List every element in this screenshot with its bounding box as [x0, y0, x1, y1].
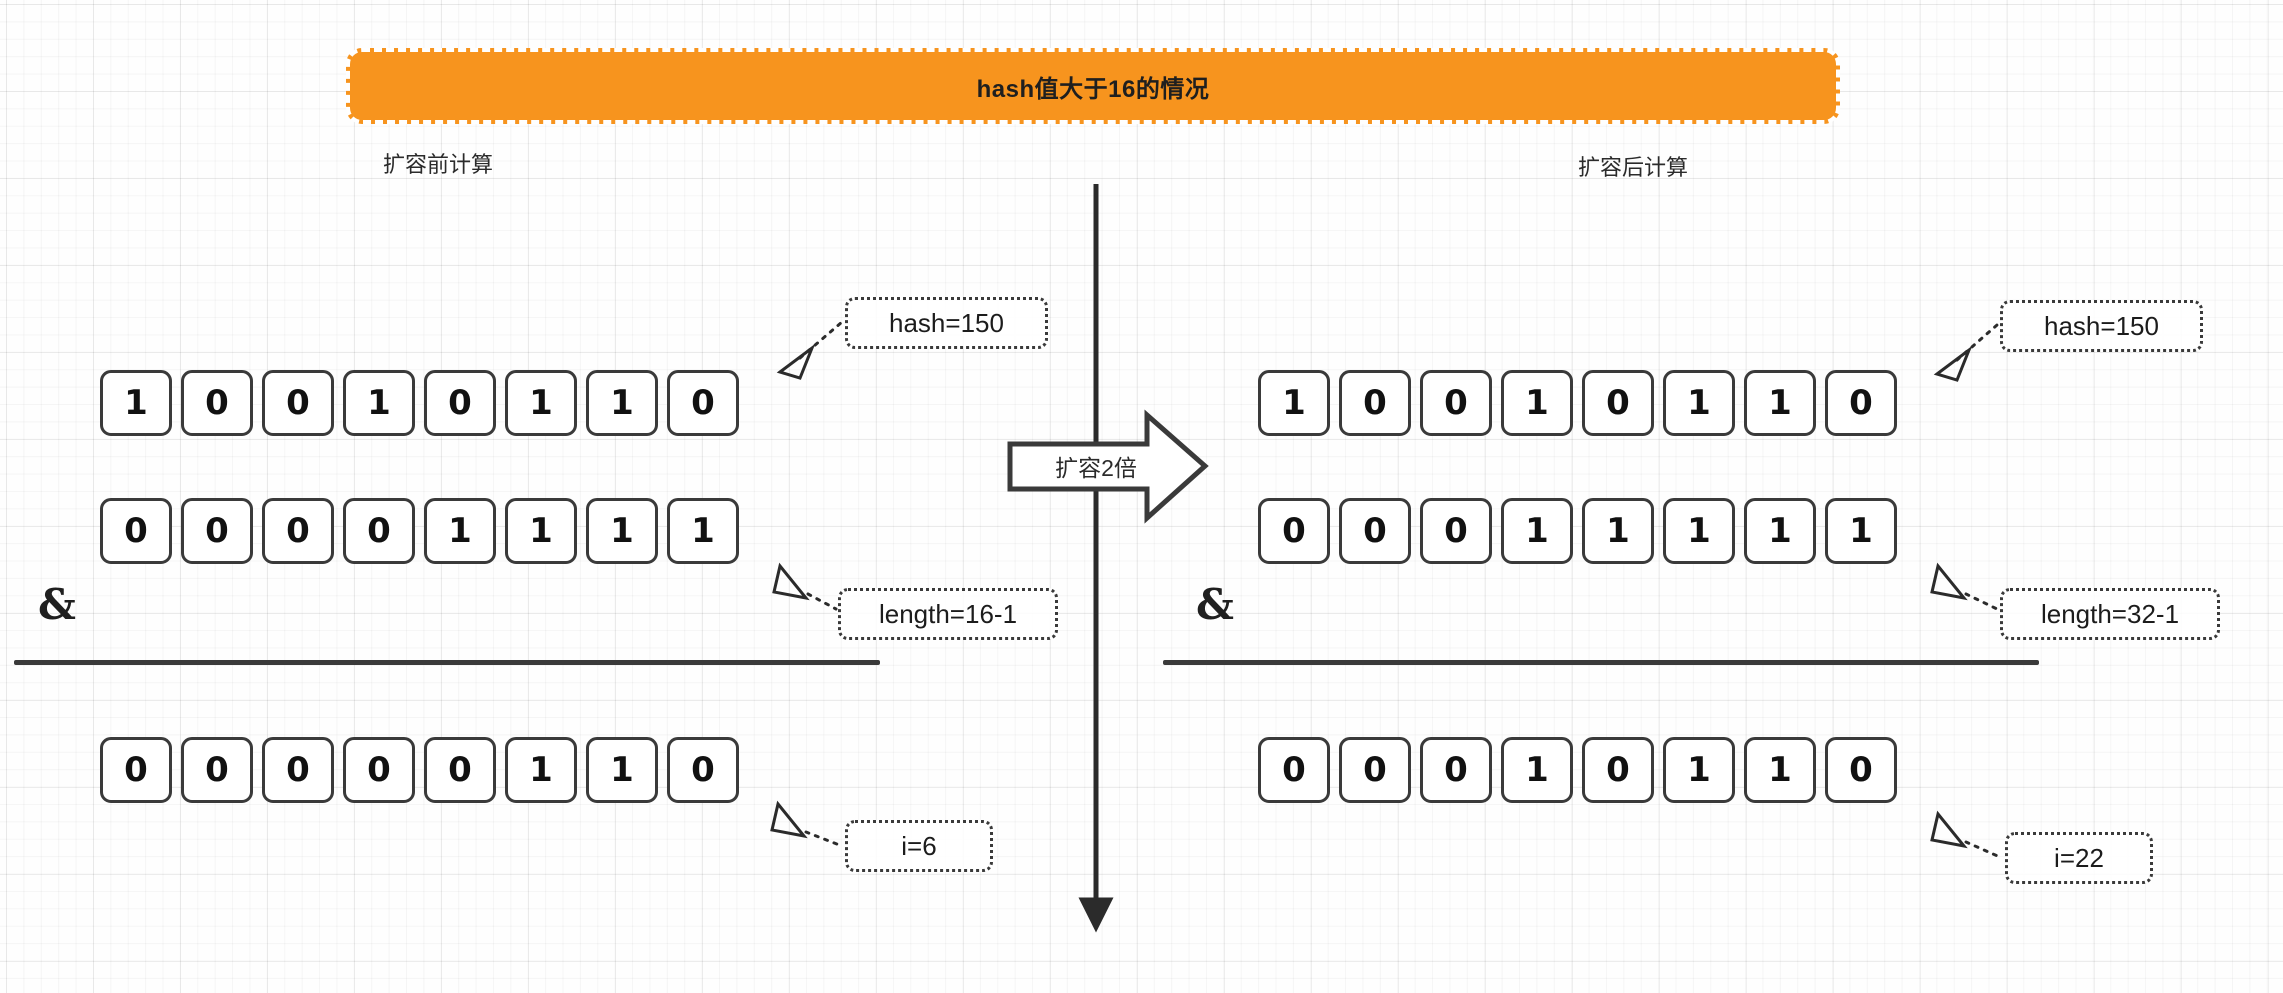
right-result-bit-row: 0 0 0 1 0 1 1 0 — [1258, 737, 1897, 803]
bit-cell: 1 — [1501, 498, 1573, 564]
right-hash-callout: hash=150 — [2000, 300, 2203, 352]
right-hash-leader-line — [1955, 323, 1999, 362]
right-result-leader-arrowhead — [1930, 810, 1968, 849]
left-hash-leader-arrowhead — [776, 343, 816, 380]
right-divider-rule — [1163, 660, 2039, 665]
bit-cell: 1 — [586, 370, 658, 436]
left-divider-rule — [14, 660, 880, 665]
bit-cell: 1 — [1744, 498, 1816, 564]
bit-cell: 1 — [586, 498, 658, 564]
bit-cell: 1 — [1663, 370, 1735, 436]
bit-cell: 0 — [667, 737, 739, 803]
bit-cell: 0 — [181, 737, 253, 803]
bit-cell: 0 — [343, 498, 415, 564]
left-hash-leader-line — [798, 320, 844, 360]
bit-cell: 0 — [262, 737, 334, 803]
left-result-bit-row: 0 0 0 0 0 1 1 0 — [100, 737, 739, 803]
right-result-leader-line — [1964, 840, 2004, 860]
bit-cell: 0 — [424, 737, 496, 803]
bit-cell: 0 — [1258, 737, 1330, 803]
bit-cell: 1 — [1258, 370, 1330, 436]
bit-cell: 1 — [586, 737, 658, 803]
bit-cell: 1 — [1501, 737, 1573, 803]
right-length-bit-row: 0 0 0 1 1 1 1 1 — [1258, 498, 1897, 564]
right-result-callout: i=22 — [2005, 832, 2153, 884]
bit-cell: 0 — [667, 370, 739, 436]
bit-cell: 1 — [1663, 737, 1735, 803]
caption-after-resize: 扩容后计算 — [1578, 155, 1689, 180]
bit-cell: 0 — [100, 498, 172, 564]
left-hash-callout: hash=150 — [845, 297, 1048, 349]
bit-cell: 1 — [100, 370, 172, 436]
bit-cell: 1 — [1825, 498, 1897, 564]
bit-cell: 0 — [1258, 498, 1330, 564]
caption-before-resize: 扩容前计算 — [383, 152, 494, 177]
bit-cell: 0 — [1339, 370, 1411, 436]
left-result-leader-arrowhead — [770, 800, 808, 839]
left-result-callout: i=6 — [845, 820, 993, 872]
bit-cell: 0 — [1582, 737, 1654, 803]
bit-cell: 0 — [100, 737, 172, 803]
bit-cell: 0 — [424, 370, 496, 436]
left-hash-bit-row: 1 0 0 1 0 1 1 0 — [100, 370, 739, 436]
bit-cell: 0 — [1339, 498, 1411, 564]
right-hash-leader-arrowhead — [1933, 345, 1973, 382]
bit-cell: 1 — [505, 370, 577, 436]
bit-cell: 1 — [1744, 737, 1816, 803]
left-length-leader-line — [806, 592, 838, 611]
right-length-callout: length=32-1 — [2000, 588, 2220, 640]
bit-cell: 1 — [505, 498, 577, 564]
right-length-leader-arrowhead — [1930, 562, 1968, 601]
bit-cell: 0 — [1339, 737, 1411, 803]
bit-cell: 0 — [1582, 370, 1654, 436]
bit-cell: 1 — [343, 370, 415, 436]
bit-cell: 0 — [1420, 370, 1492, 436]
bit-cell: 0 — [1825, 370, 1897, 436]
bit-cell: 0 — [1420, 498, 1492, 564]
bit-cell: 0 — [181, 370, 253, 436]
bit-cell: 0 — [343, 737, 415, 803]
left-result-leader-line — [804, 830, 844, 848]
right-and-operator: & — [1196, 580, 1234, 629]
title-banner: hash值大于16的情况 — [346, 48, 1840, 124]
left-length-bit-row: 0 0 0 0 1 1 1 1 — [100, 498, 739, 564]
bit-cell: 1 — [505, 737, 577, 803]
bit-cell: 0 — [262, 498, 334, 564]
left-and-operator: & — [38, 580, 76, 629]
left-length-leader-arrowhead — [772, 562, 810, 601]
bit-cell: 0 — [1420, 737, 1492, 803]
bit-cell: 0 — [181, 498, 253, 564]
bit-cell: 1 — [1744, 370, 1816, 436]
bit-cell: 1 — [667, 498, 739, 564]
title-text: hash值大于16的情况 — [976, 75, 1210, 103]
bit-cell: 0 — [1825, 737, 1897, 803]
resize-arrow-label: 扩容2倍 — [1055, 455, 1137, 481]
right-length-leader-line — [1964, 592, 1999, 611]
bit-cell: 0 — [262, 370, 334, 436]
right-hash-bit-row: 1 0 0 1 0 1 1 0 — [1258, 370, 1897, 436]
bit-cell: 1 — [1582, 498, 1654, 564]
left-length-callout: length=16-1 — [838, 588, 1058, 640]
bit-cell: 1 — [424, 498, 496, 564]
bit-cell: 1 — [1501, 370, 1573, 436]
bit-cell: 1 — [1663, 498, 1735, 564]
